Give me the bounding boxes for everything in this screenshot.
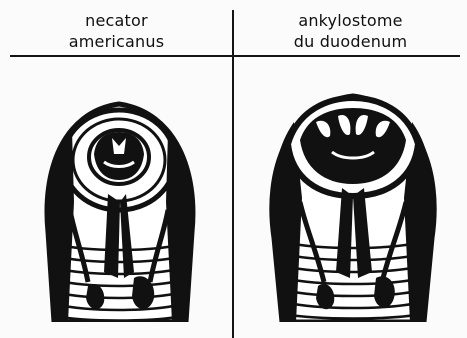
left-label-line1: necator xyxy=(0,10,233,31)
horizontal-divider xyxy=(10,55,460,57)
left-column-label: necator americanus xyxy=(0,10,233,52)
right-column-label: ankylostome du duodenum xyxy=(234,10,467,52)
left-label-line2: americanus xyxy=(0,31,233,52)
right-label-line1: ankylostome xyxy=(234,10,467,31)
vertical-divider xyxy=(232,10,234,338)
ancylostoma-head-illustration xyxy=(258,78,448,322)
right-label-line2: du duodenum xyxy=(234,31,467,52)
necator-head-illustration xyxy=(34,82,204,322)
